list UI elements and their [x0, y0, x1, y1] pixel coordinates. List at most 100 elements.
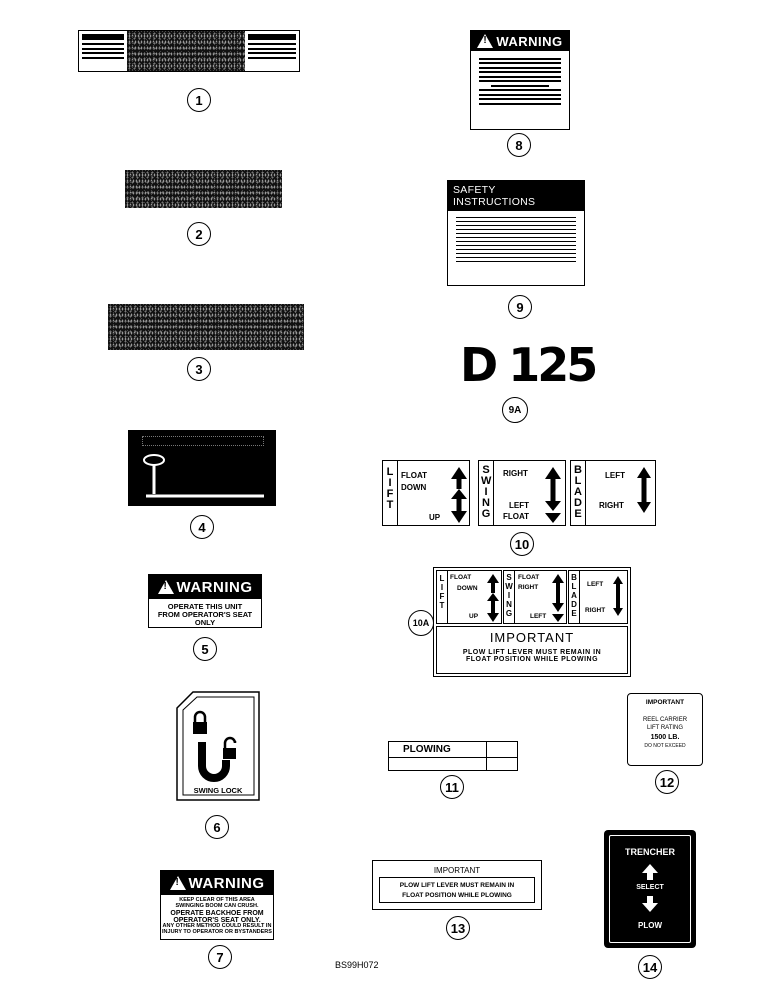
decal-5-line2: FROM OPERATOR'S SEAT: [157, 609, 253, 619]
decal-1-left-panel: [79, 31, 127, 71]
decal-4: [128, 430, 276, 506]
plowing-label: PLOWING: [403, 744, 451, 755]
callout-4: 4: [190, 515, 214, 539]
callout-3: 3: [187, 357, 211, 381]
double-arrow-icon: [545, 467, 561, 523]
warning-triangle-icon: [157, 580, 174, 594]
callout-13: 13: [446, 916, 470, 940]
callout-5: 5: [193, 637, 217, 661]
decal-4-title-strip: [142, 436, 264, 446]
decal-7-line4: OPERATOR'S SEAT ONLY.: [173, 916, 261, 924]
decal-2: [125, 170, 282, 208]
decal-5-line3: ONLY: [194, 617, 216, 627]
decal-7-line6: INJURY TO OPERATOR OR BYSTANDERS: [162, 928, 272, 935]
callout-6: 6: [205, 815, 229, 839]
blade-left: LEFT: [587, 581, 604, 588]
important-panel: IMPORTANT PLOW LIFT LEVER MUST REMAIN IN…: [436, 626, 628, 674]
decal-5-line1: OPERATE THIS UNIT: [167, 602, 243, 611]
decal-7-warning: WARNING KEEP CLEAR OF THIS AREA SWINGING…: [160, 870, 274, 940]
double-arrow-icon: [487, 574, 499, 622]
swing-hook-icon: [198, 742, 230, 782]
important-line1: PLOW LIFT LEVER MUST REMAIN IN: [399, 882, 515, 889]
decal-9-text-lines: [448, 211, 584, 268]
decal-6-swing-lock: [176, 691, 260, 801]
callout-2: 2: [187, 222, 211, 246]
decal-1-right-panel: [245, 31, 299, 71]
important-heading: IMPORTANT: [489, 630, 575, 645]
lift-float: FLOAT: [401, 471, 428, 480]
swing-right: RIGHT: [503, 469, 528, 478]
callout-10: 10: [510, 532, 534, 556]
decal-9-safety: SAFETY INSTRUCTIONS: [447, 180, 585, 286]
warning-header: WARNING: [149, 575, 261, 599]
callout-7: 7: [208, 945, 232, 969]
decal-7-line1: KEEP CLEAR OF THIS AREA: [179, 897, 255, 903]
reel-line4: DO NOT EXCEED: [644, 742, 686, 749]
decal-1: [78, 30, 300, 72]
important-line2: FLOAT POSITION WHILE PLOWING: [402, 891, 512, 899]
important-heading: IMPORTANT: [433, 866, 481, 875]
swing-float: FLOAT: [503, 512, 530, 521]
double-arrow-icon: [451, 467, 467, 523]
important-line1: PLOW LIFT LEVER MUST REMAIN IN: [462, 648, 602, 656]
select-label: SELECT: [636, 884, 664, 891]
decal-7-line3: OPERATE BACKHOE FROM: [170, 909, 264, 917]
double-arrow-icon: [613, 576, 623, 616]
callout-12: 12: [655, 770, 679, 794]
callout-11: 11: [440, 775, 464, 799]
blade-right: RIGHT: [585, 607, 606, 614]
lift-float: FLOAT: [450, 574, 472, 581]
model-logo: D 125: [460, 338, 598, 392]
decal-7-line2: SWINGING BOOM CAN CRUSH.: [175, 902, 259, 909]
decal-7-line5: ANY OTHER METHOD COULD RESULT IN: [162, 923, 272, 930]
decal-1-center-panel: [127, 31, 245, 71]
decal-12-reel: IMPORTANT REEL CARRIER LIFT RATING 1500 …: [627, 693, 703, 766]
decal-8-warning: WARNING: [470, 30, 570, 130]
padlock-open-icon: [223, 736, 237, 759]
important-line2: FLOAT POSITION WHILE PLOWING: [465, 655, 599, 663]
callout-8: 8: [507, 133, 531, 157]
lift-down: DOWN: [457, 585, 478, 592]
callout-9a: 9A: [502, 397, 528, 423]
decal-8-text-lines: [471, 51, 569, 111]
warning-header: WARNING: [161, 871, 273, 895]
decal-11-plowing: PLOWING: [388, 741, 518, 771]
swing-float: FLOAT: [518, 574, 540, 581]
lift-up: UP: [429, 513, 441, 522]
reel-line1: REEL CARRIER: [642, 716, 688, 723]
lift-up: UP: [469, 613, 479, 620]
callout-9: 9: [508, 295, 532, 319]
warning-header: WARNING: [471, 31, 569, 51]
decal-14-trencher: TRENCHER SELECT PLOW: [604, 830, 696, 948]
reel-heading: IMPORTANT: [645, 699, 685, 706]
arrow-up-icon: [642, 864, 658, 880]
warning-triangle-icon: [169, 876, 186, 890]
double-arrow-icon: [552, 574, 564, 622]
safety-title: SAFETY INSTRUCTIONS: [448, 181, 584, 211]
callout-14: 14: [638, 955, 662, 979]
plow-label: PLOW: [638, 921, 662, 930]
padlock-closed-icon: [193, 710, 207, 734]
lift-down: DOWN: [401, 483, 427, 492]
reel-line2: LIFT RATING: [646, 725, 684, 732]
blade-left: LEFT: [605, 471, 625, 480]
callout-10a: 10A: [408, 610, 434, 636]
decal-13-important: IMPORTANT PLOW LIFT LEVER MUST REMAIN IN…: [372, 860, 542, 910]
trencher-label: TRENCHER: [624, 847, 675, 857]
blade-right: RIGHT: [599, 501, 624, 510]
callout-1: 1: [187, 88, 211, 112]
figure-code: BS99H072: [335, 960, 379, 970]
